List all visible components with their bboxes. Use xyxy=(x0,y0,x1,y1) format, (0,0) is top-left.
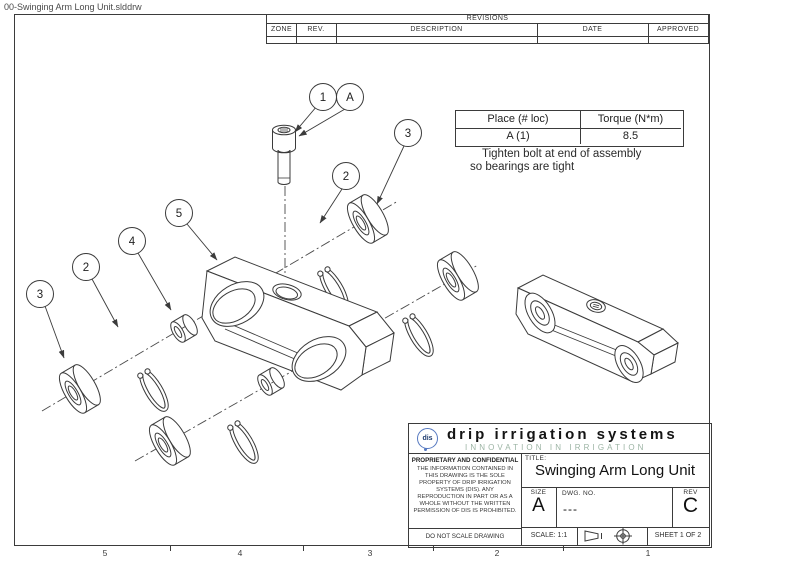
size-label: SIZE xyxy=(530,489,547,496)
balloon-leaders xyxy=(44,105,405,359)
balloon-place-a[interactable] xyxy=(336,83,364,111)
zone-tick xyxy=(563,546,564,551)
zone-label: 2 xyxy=(494,548,500,558)
circlip-part[interactable] xyxy=(402,313,437,358)
zone-label: 1 xyxy=(645,548,651,558)
title-label: TITLE: xyxy=(525,455,547,462)
rev-value: C xyxy=(682,494,699,517)
balloon-item-3[interactable] xyxy=(394,119,422,147)
arm-block-part[interactable] xyxy=(201,256,395,391)
torque-cell-value: 8.5 xyxy=(622,130,639,142)
assembly-note-line2: so bearings are tight xyxy=(470,161,575,173)
balloon-item-2[interactable] xyxy=(332,162,360,190)
assembly-note-line1: Tighten bolt at end of assembly xyxy=(482,148,642,160)
zone-label: 4 xyxy=(237,548,243,558)
torque-header-place: Place (# loc) xyxy=(487,113,549,125)
zone-tick xyxy=(303,546,304,551)
balloon-item-5[interactable] xyxy=(165,199,193,227)
dwg-no-label: DWG. NO. xyxy=(562,490,596,497)
balloon-item-4[interactable] xyxy=(118,227,146,255)
balloon-group: 1 A 3 2 5 4 2 3 xyxy=(26,83,422,308)
balloon-label: 3 xyxy=(37,289,43,301)
company-logo-icon: dis xyxy=(417,428,438,449)
document-filename: 00-Swinging Arm Long Unit.slddrw xyxy=(4,2,142,12)
torque-table: Place (# loc) Torque (N*m) A (1) 8.5 xyxy=(455,110,684,147)
torque-header-torque: Torque (N*m) xyxy=(597,113,664,125)
company-name: drip irrigation systems xyxy=(447,426,678,443)
zone-tick xyxy=(433,546,434,551)
bearing-part[interactable] xyxy=(341,190,394,248)
revisions-title: REVISIONS xyxy=(466,15,509,22)
dwg-no-value: --- xyxy=(563,502,578,516)
bearing-part[interactable] xyxy=(431,247,484,305)
revisions-col-rev: REV. xyxy=(307,26,325,33)
title-block: dis drip irrigation systems INNOVATION I… xyxy=(408,423,712,548)
spacer-part[interactable] xyxy=(167,311,201,345)
torque-cell-place: A (1) xyxy=(506,130,530,142)
assembly-note: Tighten bolt at end of assembly so beari… xyxy=(455,148,695,174)
company-tagline: INNOVATION IN IRRIGATION xyxy=(465,443,647,452)
drawing-title: Swinging Arm Long Unit xyxy=(534,462,696,479)
bolt-part[interactable] xyxy=(272,124,296,185)
scale-value: SCALE: 1:1 xyxy=(530,532,568,539)
assembled-view[interactable] xyxy=(515,274,679,387)
zone-label: 5 xyxy=(102,548,108,558)
revisions-col-zone: ZONE xyxy=(270,26,293,33)
revisions-table: REVISIONS ZONE REV. DESCRIPTION DATE APP… xyxy=(266,15,709,44)
logo-dot-icon xyxy=(424,448,427,451)
sheet-border xyxy=(14,14,710,546)
balloon-label: 4 xyxy=(129,236,136,248)
projection-symbol-icon xyxy=(577,527,647,545)
rev-label: REV xyxy=(683,489,698,496)
circlip-part[interactable] xyxy=(227,420,262,465)
sheet-number: SHEET 1 OF 2 xyxy=(654,532,702,539)
revisions-col-description: DESCRIPTION xyxy=(410,26,463,33)
do-not-scale-note: DO NOT SCALE DRAWING xyxy=(425,533,505,540)
size-value: A xyxy=(532,495,545,516)
balloon-label: A xyxy=(346,92,354,104)
balloon-item-3b[interactable] xyxy=(26,280,54,308)
bearing-part[interactable] xyxy=(53,360,106,418)
balloon-label: 1 xyxy=(320,92,326,104)
revisions-col-date: DATE xyxy=(582,26,603,33)
proprietary-heading: PROPRIETARY AND CONFIDENTIAL xyxy=(411,457,519,464)
proprietary-body: THE INFORMATION CONTAINED IN THIS DRAWIN… xyxy=(413,466,517,514)
balloon-label: 2 xyxy=(83,262,89,274)
zone-label: 3 xyxy=(367,548,373,558)
zone-tick xyxy=(170,546,171,551)
revisions-col-approved: APPROVED xyxy=(656,26,700,33)
bearing-part[interactable] xyxy=(143,412,196,470)
balloon-label: 5 xyxy=(176,208,182,220)
balloon-label: 3 xyxy=(405,128,411,140)
spacer-part[interactable] xyxy=(254,364,288,398)
circlip-part[interactable] xyxy=(137,368,172,413)
balloon-item-2b[interactable] xyxy=(72,253,100,281)
balloon-label: 2 xyxy=(343,171,349,183)
